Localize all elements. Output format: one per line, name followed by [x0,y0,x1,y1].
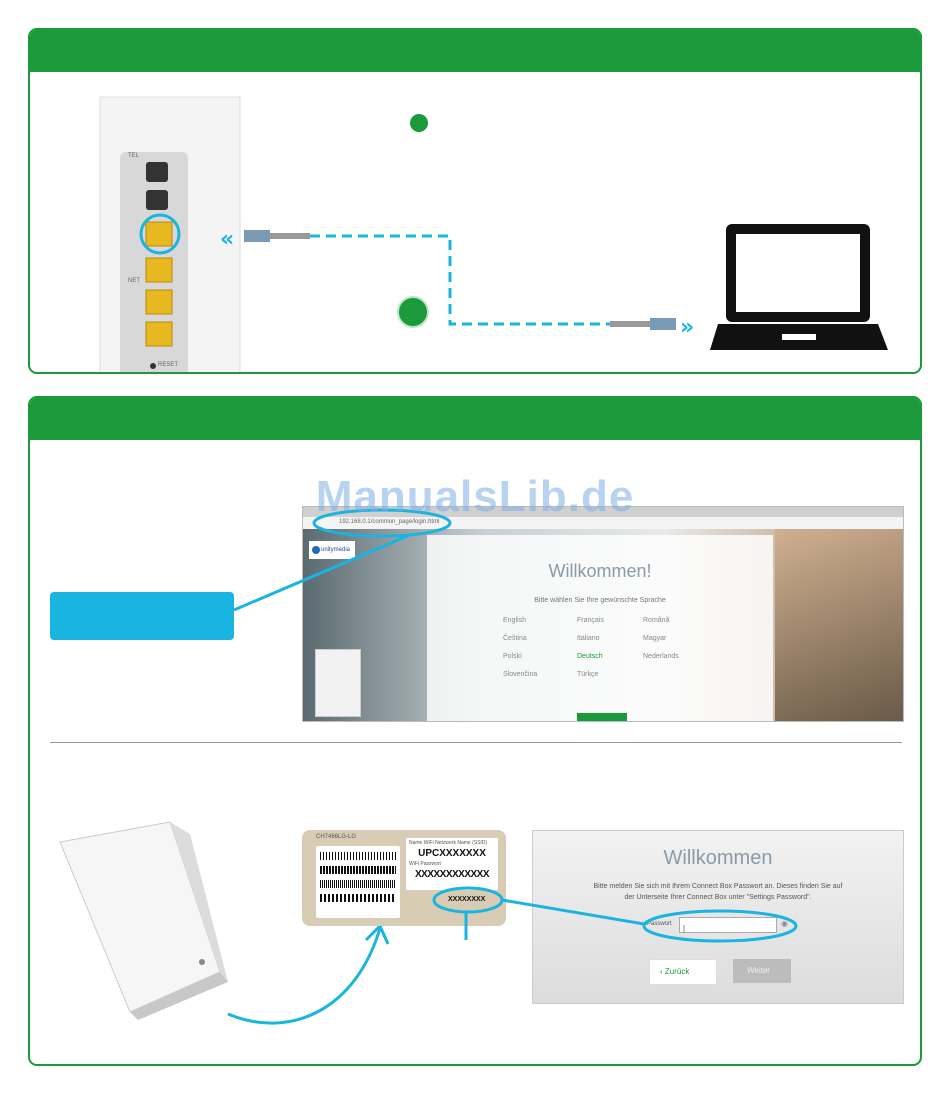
reset-label: RESET [158,362,179,368]
welcome-subtitle: Bitte wählen Sie Ihre gewünschte Sprache [534,597,666,604]
password-input[interactable]: | [679,917,777,933]
continue-button[interactable] [577,713,627,721]
lang-option[interactable]: English [503,617,526,624]
browser-url: 192.168.0.1/common_page/login.html [339,519,440,525]
lang-option[interactable]: Nederlands [643,653,679,660]
barcode-block [316,846,400,918]
curved-arrow [227,923,390,1025]
lang-option[interactable]: Čeština [503,635,527,642]
login-title: Willkommen [663,847,773,869]
connect-box-device [59,821,228,1020]
lang-option[interactable]: Polski [503,653,522,660]
eye-icon[interactable]: ◉ [781,919,788,928]
router-back-illustration [99,96,241,372]
lang-option[interactable]: Slovenčina [503,671,538,678]
panel-header [30,398,920,440]
url-callout-box [50,592,234,640]
svg-text:»: » [680,315,694,340]
setup-panel: 192.168.0.1/common_page/login.html unity… [28,396,922,1066]
panel-header [30,30,920,72]
connection-panel: TEL NET RESET « » [28,28,922,374]
callout-overlay [233,508,452,612]
lang-option[interactable]: Italiano [577,635,600,642]
welcome-title: Willkommen! [548,561,652,581]
brand-logo: unitymedia [309,541,355,559]
lang-option[interactable]: Türkçe [577,671,599,678]
laptop-icon [710,224,888,350]
browser-screenshot: 192.168.0.1/common_page/login.html unity… [302,506,904,722]
lang-option[interactable]: Română [643,617,670,624]
welcome-dialog: Willkommen! Bitte wählen Sie Ihre gewüns… [427,535,773,721]
ethernet-cable: « » [220,227,694,340]
lang-option[interactable]: Magyar [643,635,667,642]
net-port-label: NET [128,278,140,284]
svg-text:«: « [220,227,234,252]
model-text: CH7466LG-LG [316,834,357,840]
lang-option-selected[interactable]: Deutsch [577,653,603,660]
step-dot-1 [410,114,428,132]
family-photo [775,529,903,721]
step-dot-2 [397,296,429,328]
lang-option[interactable]: Français [577,617,604,624]
device-label-sticker: CH7466LG-LG Name WiFi Netzwerk Name (SSI… [302,830,506,926]
label-callout-overlay [432,886,798,943]
router-thumbnail [315,649,361,717]
login-line-1: Bitte melden Sie sich mit Ihrem Connect … [593,883,843,890]
watermark: ManualsLib.de [315,472,635,521]
back-button[interactable]: ‹ Zurück [649,959,717,985]
tel-port-label: TEL [128,153,140,159]
login-line-2: der Unterseite Ihrer Connect Box unter "… [624,894,812,901]
next-button[interactable]: Weiter [733,959,791,983]
wifi-password-text: XXXXXXXXXXXX [414,869,490,880]
password-label: Passwort [647,921,672,927]
ssid-text: UPCXXXXXXX [418,848,486,859]
wifi-info-block: Name WiFi Netzwerk Name (SSID) UPCXXXXXX… [406,838,498,890]
settings-password-text: XXXXXXXX [448,896,486,903]
divider [50,742,902,743]
